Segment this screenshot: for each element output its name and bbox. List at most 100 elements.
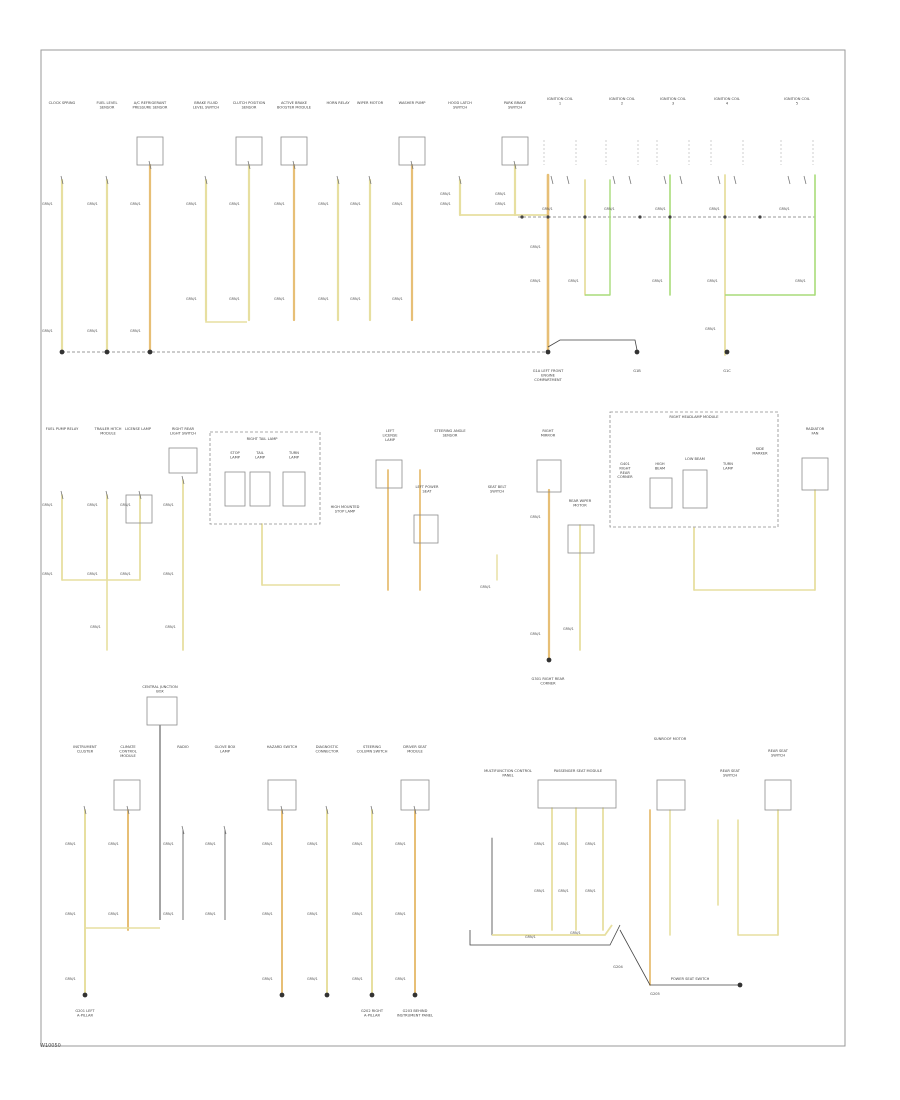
label-line: CLUSTER xyxy=(77,749,94,753)
ground-dot xyxy=(412,992,418,998)
wire-tag: GRN/1 xyxy=(558,842,569,846)
wire-tag: GRN/1 xyxy=(307,912,318,916)
splice-dot xyxy=(758,215,762,219)
connector-pin xyxy=(370,805,374,815)
label-line: POWER SEAT SWITCH xyxy=(671,977,710,981)
wire-tag: GRN/1 xyxy=(530,245,541,249)
connector-pin xyxy=(717,175,721,185)
wire-tag: GRN/1 xyxy=(186,297,197,301)
label-line: MIRROR xyxy=(541,433,556,437)
wire-tag: GRN/1 xyxy=(585,842,596,846)
label-line: CONTROL xyxy=(119,749,137,753)
connector-pin xyxy=(679,175,683,185)
label-line: CLIMATE xyxy=(120,745,136,749)
label-line: A/C REFRIGERANT xyxy=(134,101,167,105)
label-line: RADIATOR xyxy=(806,427,825,431)
wire-tag: GRN/1 xyxy=(87,329,98,333)
wire-tag: GRN/1 xyxy=(570,931,581,935)
label-line: STEERING ANGLE xyxy=(434,429,466,433)
label-line: CONNECTOR xyxy=(315,749,339,753)
component-box xyxy=(113,779,141,811)
wire-tag: GRN/1 xyxy=(350,202,361,206)
wire-tag: GRN/1 xyxy=(585,889,596,893)
label-line: MULTIFUNCTION CONTROL xyxy=(484,769,532,773)
wire-tag: GRN/1 xyxy=(392,202,403,206)
wire-tag: GRN/1 xyxy=(274,297,285,301)
wire-tag: GRN/1 xyxy=(395,842,406,846)
wire-tag: GRN/1 xyxy=(163,503,174,507)
wire-tag: GRN/1 xyxy=(108,842,119,846)
wire-tag: GRN/1 xyxy=(163,572,174,576)
connector-pin xyxy=(60,490,64,500)
wire-tag: GRN/1 xyxy=(108,912,119,916)
label-bot_c3: RADIO xyxy=(177,745,189,749)
label-mid_rhl_b: LOW BEAM xyxy=(685,457,705,461)
label-line: G202 RIGHT xyxy=(361,1009,384,1013)
label-line: TURN xyxy=(722,462,733,466)
label-line: INSTRUMENT xyxy=(73,745,97,749)
label-top_c8: WIPER MOTOR xyxy=(357,101,384,105)
connector-pin xyxy=(181,825,185,835)
wire-tag: GRN/1 xyxy=(563,627,574,631)
wire-tag: GRN/1 xyxy=(274,202,285,206)
component-box xyxy=(280,136,308,166)
wire-tag: GRN/1 xyxy=(90,625,101,629)
connector-pin xyxy=(787,175,791,185)
label-line: SENSOR xyxy=(443,433,458,437)
label-line: STOP LAMP xyxy=(335,509,356,513)
label-line: INSTRUMENT PANEL xyxy=(397,1013,433,1017)
label-mid_c3: LICENSE LAMP xyxy=(125,427,152,431)
label-line: RIGHT xyxy=(619,466,631,470)
label-top_c1: CLOCK SPRING xyxy=(49,101,76,105)
wire-tag: GRN/1 xyxy=(65,912,76,916)
label-line: G1A LEFT FRONT xyxy=(533,369,564,373)
label-line: G301 RIGHT REAR xyxy=(532,677,565,681)
label-bot_c11: SUNROOF MOTOR xyxy=(654,737,687,741)
label-mid_rtl: RIGHT TAIL LAMP xyxy=(247,437,279,441)
label-line: IGNITION COIL xyxy=(784,97,810,101)
wire-path xyxy=(547,339,638,351)
wire-tag: GRN/1 xyxy=(65,977,76,981)
wire-tag: GRN/1 xyxy=(87,572,98,576)
wire-tag: GRN/1 xyxy=(229,202,240,206)
splice-dot xyxy=(638,215,642,219)
wire-tag: GRN/1 xyxy=(130,202,141,206)
component-box xyxy=(125,494,153,524)
wire-tag: GRN/1 xyxy=(262,912,273,916)
component-box xyxy=(501,136,529,166)
wire-tag: GRN/1 xyxy=(392,297,403,301)
ground-dot xyxy=(147,349,153,355)
wire-tag: GRN/1 xyxy=(307,842,318,846)
wire-tag: GRN/1 xyxy=(163,842,174,846)
label-line: G401 xyxy=(620,462,630,466)
splice-dot xyxy=(583,215,587,219)
wire-tag: GRN/1 xyxy=(42,572,53,576)
label-line: PASSENGER SEAT MODULE xyxy=(554,769,603,773)
connector-pin xyxy=(458,175,462,185)
label-line: LAMP xyxy=(289,455,300,459)
wire-tag: GRN/1 xyxy=(534,842,545,846)
splice-dot xyxy=(723,215,727,219)
label-line: LOW BEAM xyxy=(685,457,705,461)
connector-pin xyxy=(612,175,616,185)
label-line: LAMP xyxy=(255,455,266,459)
label-mid_rhl: RIGHT HEADLAMP MODULE xyxy=(669,415,719,419)
label-line: CORNER xyxy=(540,681,556,685)
label-g_top_2: G1B xyxy=(633,369,641,373)
label-line: MOTOR xyxy=(573,503,587,507)
mark-layer: GRN/1GRN/1GRN/1GRN/1GRN/1GRN/1GRN/1GRN/1… xyxy=(42,136,829,998)
component-box xyxy=(136,136,164,166)
wire-tag: GRN/1 xyxy=(42,503,53,507)
label-line: FUEL PUMP RELAY xyxy=(46,427,79,431)
